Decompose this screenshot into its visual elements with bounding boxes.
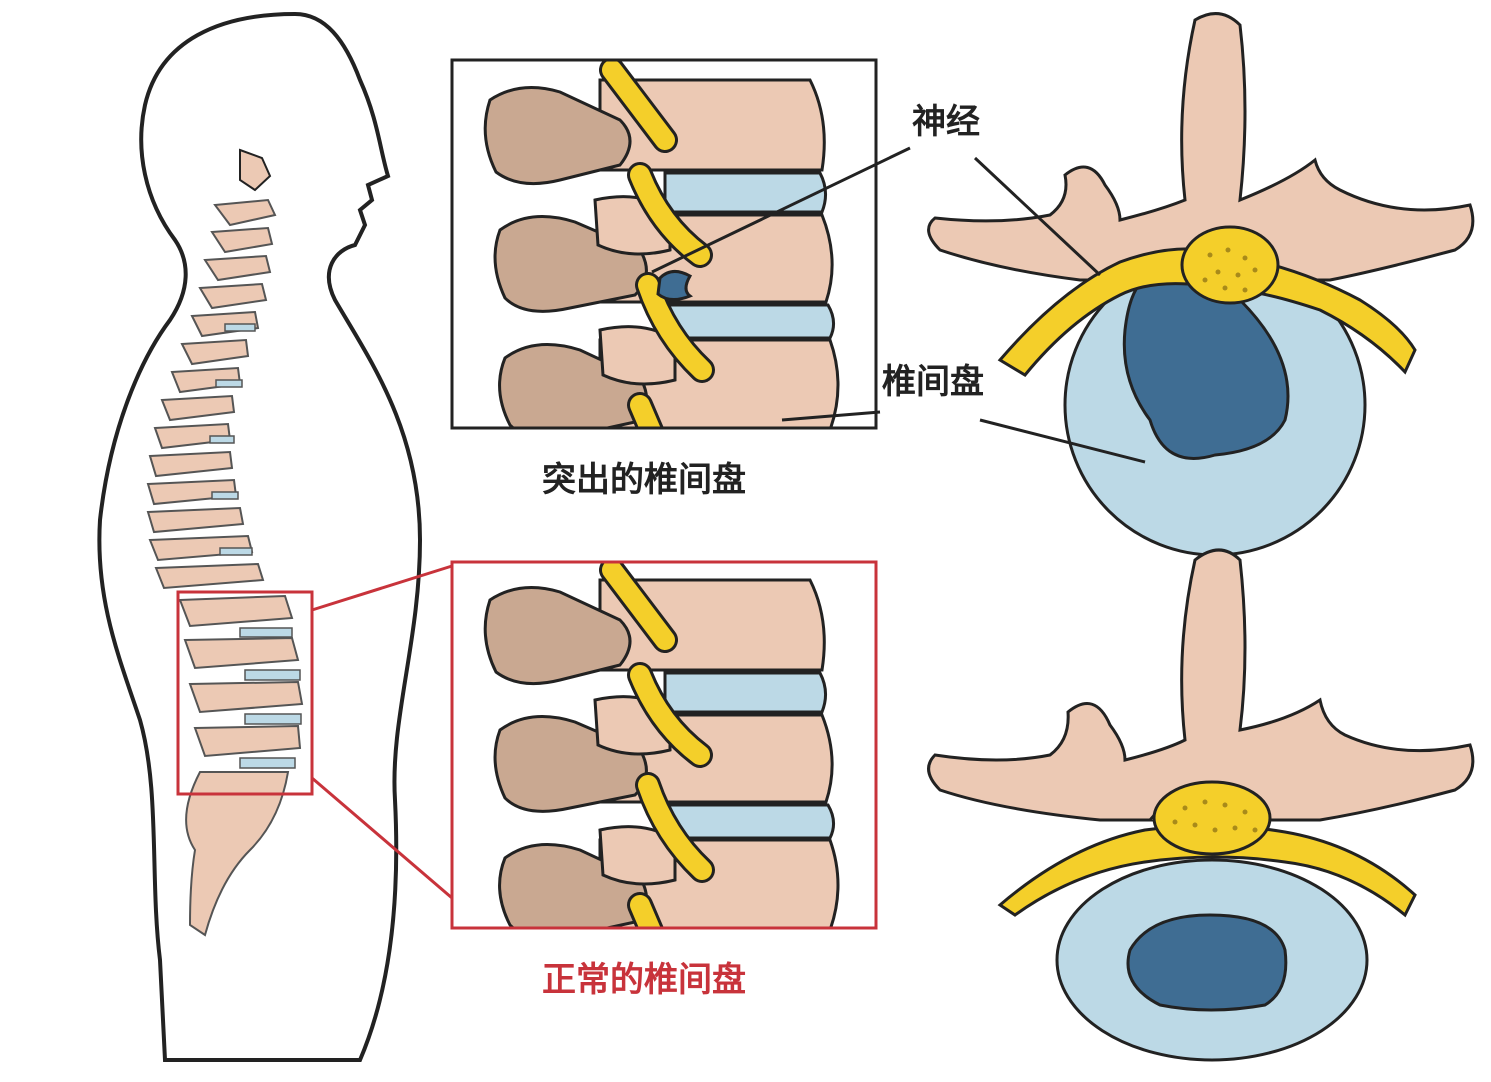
leader-lines [651,146,1146,464]
spine-highlight-box [176,590,314,796]
normal-cross-section [927,548,1475,1062]
normal-frame [450,560,878,930]
nerve-leader-cross [973,156,1102,277]
nerve-label: 神经 [912,102,980,142]
body-silhouette [97,11,423,1062]
human-silhouette-icon [97,11,423,1062]
nerve-leader-side [651,146,911,274]
herniated-disc-caption: 突出的椎间盘 [542,460,746,500]
herniated-side-view [485,70,838,480]
disc-label: 椎间盘 [882,362,984,402]
spinal-column-icon [146,148,304,937]
normal-disc-caption: 正常的椎间盘 [542,960,746,1000]
herniated-frame [450,58,878,430]
normal-side-view [485,570,838,980]
disc-leader-side [781,410,881,422]
disc-leader-cross [979,418,1146,464]
herniated-cross-section [927,12,1475,557]
